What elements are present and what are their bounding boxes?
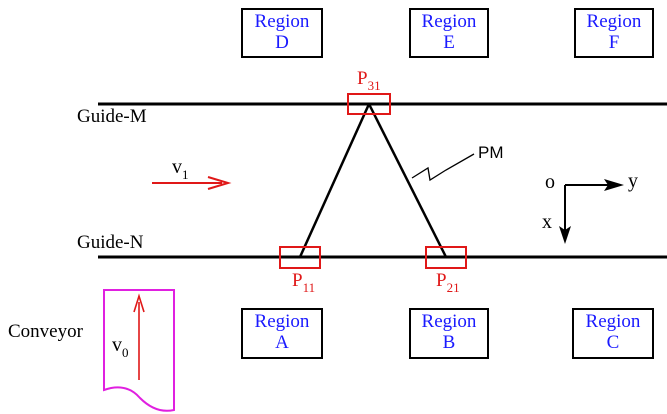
p21-main: P bbox=[436, 270, 447, 291]
x-axis-arrow-head bbox=[559, 226, 571, 244]
conveyor-belt bbox=[103, 289, 175, 412]
region-d-label: Region bbox=[254, 11, 310, 32]
p11-sub: 11 bbox=[302, 280, 316, 295]
p31-label: P31 bbox=[357, 68, 381, 94]
region-e-box: Region E bbox=[409, 8, 489, 58]
region-e-letter: E bbox=[443, 32, 455, 53]
axis-y-label: y bbox=[628, 170, 638, 192]
p11-label: P11 bbox=[292, 270, 315, 296]
p31-main: P bbox=[357, 68, 368, 89]
p21-marker bbox=[425, 246, 467, 269]
region-e-label: Region bbox=[421, 11, 477, 32]
region-f-label: Region bbox=[586, 11, 642, 32]
region-b-letter: B bbox=[442, 332, 456, 353]
pm-leader-line bbox=[411, 153, 475, 182]
region-f-box: Region F bbox=[574, 8, 654, 58]
region-c-box: Region C bbox=[572, 308, 654, 359]
axis-x-label: x bbox=[542, 211, 552, 233]
p11-marker bbox=[279, 246, 321, 269]
triangle-left-edge bbox=[298, 103, 371, 258]
v0-arrow-head bbox=[133, 293, 145, 313]
conveyor-label: Conveyor bbox=[8, 321, 83, 342]
axis-origin-label: o bbox=[545, 171, 555, 193]
region-f-letter: F bbox=[608, 32, 620, 53]
region-d-box: Region D bbox=[241, 8, 323, 58]
v1-label: v1 bbox=[172, 156, 189, 183]
pm-label: PM bbox=[478, 143, 504, 162]
v0-main: v bbox=[112, 334, 122, 356]
region-c-letter: C bbox=[606, 332, 620, 353]
region-c-label: Region bbox=[585, 311, 641, 332]
v1-arrow-head bbox=[207, 176, 232, 190]
y-axis-arrow-head bbox=[604, 179, 624, 191]
p31-marker bbox=[347, 93, 391, 115]
v0-label: v0 bbox=[112, 334, 129, 361]
region-a-label: Region bbox=[254, 311, 310, 332]
v0-sub: 0 bbox=[122, 345, 129, 360]
p21-label: P21 bbox=[436, 270, 460, 296]
v1-main: v bbox=[172, 156, 182, 178]
region-b-box: Region B bbox=[409, 308, 489, 359]
guide-m-label: Guide-M bbox=[77, 106, 147, 127]
triangle-right-edge bbox=[367, 103, 448, 258]
region-a-box: Region A bbox=[241, 308, 323, 359]
p11-main: P bbox=[292, 270, 303, 291]
guide-n-label: Guide-N bbox=[77, 232, 144, 253]
region-a-letter: A bbox=[275, 332, 289, 353]
region-b-label: Region bbox=[421, 311, 477, 332]
p31-sub: 31 bbox=[367, 78, 381, 93]
region-d-letter: D bbox=[275, 32, 289, 53]
v1-sub: 1 bbox=[182, 167, 189, 182]
p21-sub: 21 bbox=[446, 280, 460, 295]
